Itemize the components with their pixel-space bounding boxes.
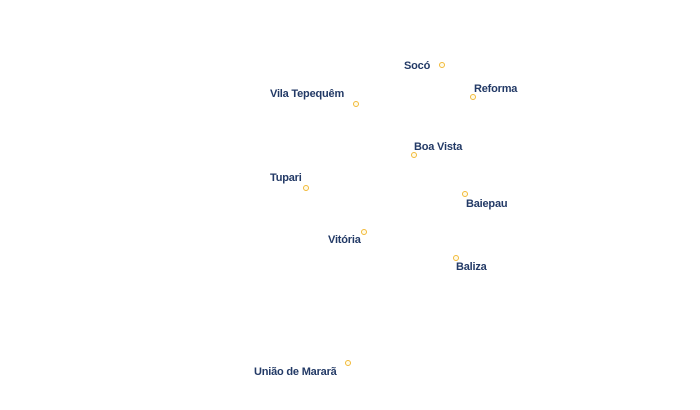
- place-marker-vitoria[interactable]: [361, 229, 367, 235]
- place-marker-tupari[interactable]: [303, 185, 309, 191]
- place-marker-boa-vista[interactable]: [411, 152, 417, 158]
- place-marker-soco[interactable]: [439, 62, 445, 68]
- place-label-vitoria[interactable]: Vitória: [328, 234, 361, 246]
- place-label-tupari[interactable]: Tupari: [270, 172, 302, 184]
- place-label-baiepau[interactable]: Baiepau: [466, 198, 508, 210]
- place-label-uniao-de-marara[interactable]: União de Mararã: [254, 366, 337, 378]
- place-label-vila-tepequem[interactable]: Vila Tepequêm: [270, 88, 345, 100]
- place-marker-baiepau[interactable]: [462, 191, 468, 197]
- place-marker-baliza[interactable]: [453, 255, 459, 261]
- place-label-boa-vista[interactable]: Boa Vista: [414, 141, 463, 153]
- place-label-baliza[interactable]: Baliza: [456, 261, 487, 273]
- place-label-soco[interactable]: Socó: [404, 60, 431, 72]
- place-marker-vila-tepequem[interactable]: [353, 101, 359, 107]
- place-marker-reforma[interactable]: [470, 94, 476, 100]
- place-marker-uniao-de-marara[interactable]: [345, 360, 351, 366]
- place-label-reforma[interactable]: Reforma: [474, 83, 518, 95]
